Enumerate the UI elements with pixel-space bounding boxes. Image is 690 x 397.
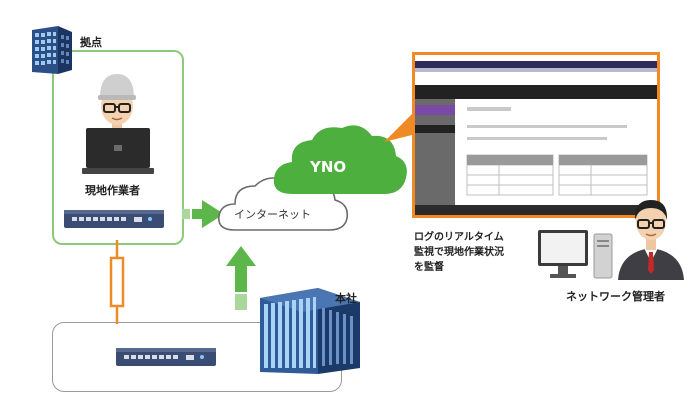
laptop-icon (82, 128, 154, 176)
network-manager-icon (616, 190, 686, 282)
monitor-caption-line-3: を監督 (414, 262, 444, 273)
headquarters-building-icon (256, 288, 366, 376)
vpn-tunnel-icon (108, 240, 126, 324)
arrow-right-icon (182, 200, 224, 228)
field-worker-label: 現地作業者 (85, 184, 140, 197)
yno-cloud-icon (270, 120, 410, 200)
network-manager-label: ネットワーク管理者 (566, 290, 665, 303)
base-building-icon (28, 24, 76, 76)
desktop-monitor-icon (538, 230, 618, 282)
yno-label: YNO (310, 158, 347, 176)
internet-label: インターネット (234, 208, 311, 221)
base-label: 拠点 (80, 36, 102, 49)
monitor-caption-line-2: 監視で現地作業状況 (414, 247, 504, 258)
monitor-caption-line-1: ログのリアルタイム (414, 232, 504, 243)
callout-pointer (382, 110, 418, 142)
base-router-icon (64, 208, 164, 230)
headquarters-label: 本社 (335, 292, 357, 305)
arrow-up-icon (226, 246, 256, 312)
monitor-caption: ログのリアルタイム 監視で現地作業状況 を監督 (414, 230, 504, 275)
hq-router-icon (116, 346, 216, 368)
monitoring-screen (412, 52, 660, 218)
